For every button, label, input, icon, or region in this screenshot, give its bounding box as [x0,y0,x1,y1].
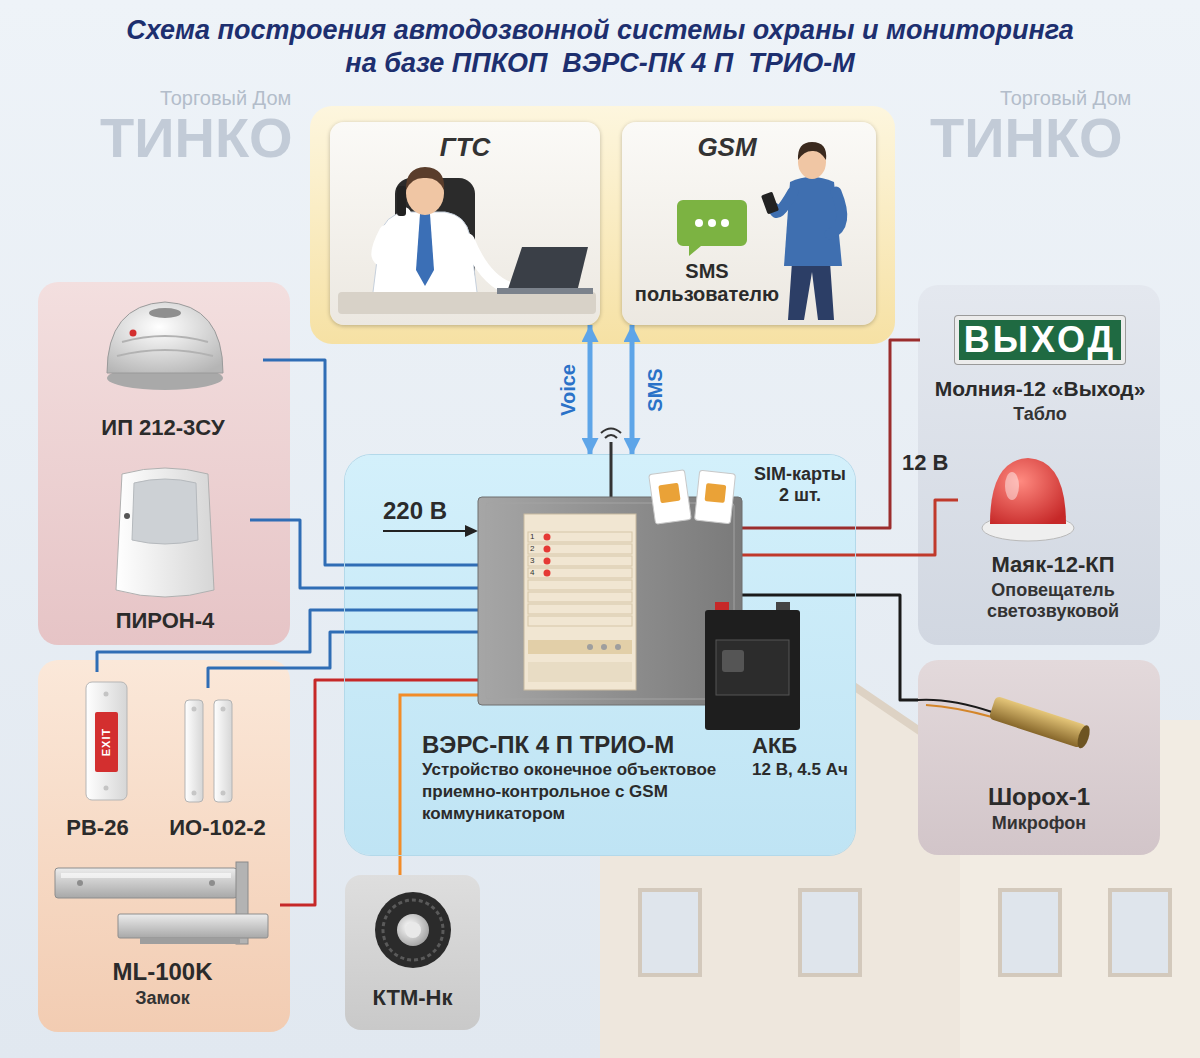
button-label: EXIT [100,728,113,756]
diagram-title: Схема построения автодозвонной системы о… [123,14,1077,80]
controller-name: ВЭРС-ПК 4 П ТРИО-М [422,731,722,759]
wire-connector [263,360,345,565]
beacon-device: Маяк-12-КПОповещатель светозвуковой [958,452,1148,632]
maglock: ML-100KЗамок [45,855,280,1025]
exit-button-picture [86,682,127,800]
motion-detector: ПИРОН-4 [80,462,250,640]
wire-connector [250,520,345,588]
device-subcaption: Оповещатель светозвуковой [958,580,1148,622]
wire-connector [855,500,958,555]
device-caption: Шорох-1 [918,783,1160,811]
controller-region-picture [345,429,855,856]
signal-arrow [588,325,593,455]
wire-connector [855,340,920,528]
beacon-device-picture [982,458,1074,541]
reader-panel: КТМ-Нк [345,875,480,1030]
device-caption: Маяк-12-КП [958,552,1148,578]
watermark: ТИНКО [100,108,293,168]
smoke-detector-picture [107,302,223,390]
maglock-picture [55,862,268,944]
watermark: Торговый Дом [1000,86,1131,110]
wire-connector [855,595,918,700]
gsm-panel: GSM SMS пользователю [622,122,876,325]
edge-label: SMS [644,368,667,411]
controller-description: Устройство оконечное объектовое приемно-… [422,759,747,825]
device-caption: РВ-26 [45,815,150,841]
panel-title: ГТС [330,132,600,162]
house-background [640,890,700,975]
exit-button: РВ-26 [45,672,150,848]
indicator-number: 1 [530,532,534,542]
device-caption: КТМ-Нк [345,985,480,1011]
smoke-detector: ИП 212-3СУ [63,295,263,450]
wire-connector [280,680,345,905]
device-subcaption: Табло [920,404,1160,425]
gts-panel: ГТС [330,122,600,325]
voltage-label: 12 В [902,450,948,476]
indicator-number: 2 [530,544,534,554]
edge-label: Voice [557,364,580,416]
house-background [1110,890,1170,975]
indicator-number: 3 [530,556,534,566]
panel-title: GSM [662,132,792,162]
device-caption: ИО-102-2 [155,815,280,841]
magnetic-contact: ИО-102-2 [155,688,280,848]
magnetic-contact-picture [185,700,232,802]
gts-panel-picture [338,167,596,314]
device-subcaption: Замок [45,988,280,1009]
microphone-panel-picture [918,696,1092,750]
microphone-panel: Шорох-1Микрофон [918,660,1160,855]
wire-connector [399,855,402,875]
indicator-number: 4 [530,568,534,578]
watermark: Торговый Дом [160,86,291,110]
house-background [800,890,860,975]
communication-panel [310,106,895,344]
detector-panel [38,282,290,645]
access-panel [38,660,290,1032]
exit-sign-device: ВЫХОД Молния-12 «Выход» Табло [920,312,1160,442]
battery-spec: 12 В, 4.5 Ач [752,759,848,780]
device-caption: ML-100K [45,958,280,986]
signal-arrow [630,325,635,455]
device-caption: ПИРОН-4 [80,608,250,634]
sms-caption: SMS пользователю [627,260,787,306]
house-background [1000,890,1060,975]
power-label: 220 В [383,497,447,525]
device-subcaption: Микрофон [918,813,1160,834]
device-caption: ИП 212-3СУ [63,415,263,441]
battery-label: АКБ [752,733,797,759]
sim-label: SIM-карты 2 шт. [748,464,852,506]
exit-sign: ВЫХОД [955,316,1125,364]
alarm-panel [918,285,1160,645]
watermark: ТИНКО [930,108,1123,168]
motion-detector-picture [116,468,214,597]
reader-panel-picture [375,892,451,968]
device-caption: Молния-12 «Выход» [920,376,1160,401]
